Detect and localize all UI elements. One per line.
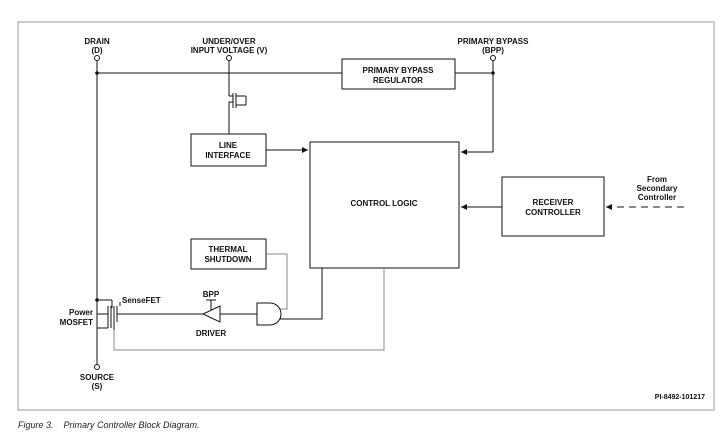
power-mosfet-label-1: Power — [69, 308, 93, 317]
drain-pin — [94, 55, 100, 61]
figure-caption: Figure 3. Primary Controller Block Diagr… — [18, 420, 200, 430]
sensefet-label: SenseFET — [122, 296, 161, 305]
logic-to-gate-wire — [270, 268, 323, 320]
drain-pin-code: (D) — [91, 46, 102, 55]
source-pin-code: (S) — [92, 382, 103, 391]
driver-label: DRIVER — [196, 329, 226, 338]
drain-junction-top — [95, 71, 99, 75]
line-interface-block — [190, 133, 267, 167]
bypass-junction — [491, 71, 495, 75]
bypass-pin — [490, 55, 496, 61]
line-interface-label-2: INTERFACE — [205, 151, 251, 160]
bypass-pin-label: PRIMARY BYPASS — [458, 37, 530, 46]
receiver-label-1: RECEIVER — [533, 198, 574, 207]
voltage-pin-label-1: UNDER/OVER — [202, 37, 256, 46]
regulator-block — [341, 58, 456, 90]
thermal-label-2: SHUTDOWN — [204, 255, 251, 264]
receiver-block — [501, 176, 605, 237]
bypass-pin-code: (BPP) — [482, 46, 504, 55]
line-interface-label-1: LINE — [219, 141, 238, 150]
voltage-pin-label-2: INPUT VOLTAGE (V) — [191, 46, 268, 55]
line-sense-fet-symbol — [228, 93, 247, 134]
drain-pin-label: DRAIN — [84, 37, 110, 46]
regulator-label-2: REGULATOR — [373, 76, 423, 85]
control-logic-label: CONTROL LOGIC — [351, 199, 418, 208]
control-logic-block — [309, 141, 460, 269]
figure-code: PI-8492-101217 — [655, 394, 705, 401]
receiver-label-2: CONTROLLER — [525, 208, 581, 217]
bpp-supply-label: BPP — [203, 290, 220, 299]
voltage-pin — [226, 55, 232, 61]
from-label-2: Secondary — [637, 184, 678, 193]
thermal-block — [190, 238, 267, 270]
thermal-wire — [266, 253, 288, 310]
regulator-label-1: PRIMARY BYPASS — [363, 66, 435, 75]
from-label-1: From — [647, 175, 667, 184]
drain-junction-fet — [95, 298, 99, 302]
sense-feedback-wire — [113, 268, 385, 351]
power-mosfet-label-2: MOSFET — [60, 318, 93, 327]
from-label-3: Controller — [638, 193, 676, 202]
source-pin — [94, 364, 100, 370]
thermal-label-1: THERMAL — [208, 245, 247, 254]
and-gate — [256, 302, 282, 326]
source-pin-label: SOURCE — [80, 373, 115, 382]
power-mosfet-symbol — [96, 299, 126, 365]
diagram-frame — [17, 21, 715, 411]
